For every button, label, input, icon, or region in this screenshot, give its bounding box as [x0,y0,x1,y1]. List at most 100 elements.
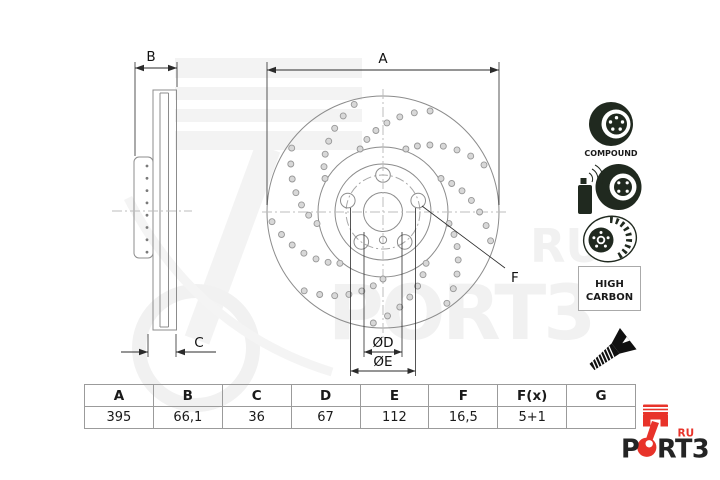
drilled-hole [384,312,391,320]
dimension-labels: A B C ØD ØE F [146,49,518,370]
drilled-hole [358,287,366,295]
dia-e-label: ØE [373,354,392,370]
hub-bolt-dot [145,226,149,229]
hub-bolt-dot [145,164,149,168]
drilled-hole [450,230,458,238]
drilled-hole [287,160,295,168]
drilled-hole [482,222,490,230]
dim-c-label: C [194,335,203,351]
drilled-hole [268,218,276,226]
drilled-hole [379,275,387,283]
value-fx: 5+1 [497,406,568,429]
spray-mist [588,164,604,185]
col-header-d: D [290,384,361,407]
drilled-hole [324,258,332,266]
bolt-hole [340,192,356,209]
drilled-hole [439,142,447,150]
spec-table-header-row: A B C D E F F(x) G [84,384,636,407]
watermark-swoosh [124,195,334,377]
drilled-hole [288,241,296,249]
drilled-hole [453,146,461,154]
col-header-b: B [152,384,223,407]
spray-can [578,185,592,214]
bolt-hole [410,192,427,209]
drilled-hole [278,231,285,238]
dim-f-label: F [511,270,519,286]
hub-bolt-dot [145,201,149,205]
col-header-g: G [566,384,636,407]
drilled-hole [410,109,418,117]
drilled-hole [331,292,339,300]
drilled-hole [320,163,328,171]
drilled-hole [369,282,377,290]
value-g [566,406,636,429]
vent-slots [609,216,633,260]
coating-spray-icon [578,164,642,214]
hub-bolt-dot [145,189,149,193]
drilled-hole [300,287,308,295]
high-carbon-badge: HIGH CARBON [578,266,641,311]
countersunk-screw-icon [589,328,637,372]
value-a: 395 [84,406,154,429]
drilled-hole [292,189,300,197]
drilled-hole [336,259,344,267]
drilled-hole [312,255,320,263]
drilled-hole [480,161,488,169]
value-c: 36 [221,406,292,429]
drilled-hole [356,145,364,153]
logo-ru: RU [678,428,695,440]
drilled-hole [476,208,484,216]
drilled-hole [396,113,404,121]
drilled-hole [298,201,305,209]
hub-bolt-dot [145,250,149,254]
drilled-hole [453,243,461,251]
drilled-hole [419,271,427,279]
watermark-brand-text: PORT3 [328,268,593,357]
drilled-hole [350,100,358,108]
dimensions-layer [121,62,506,376]
drilled-holes-pattern [268,100,495,327]
col-header-c: C [221,384,292,407]
hub-bolt-dot [145,238,149,242]
drilled-hole [443,299,451,307]
drilled-hole [369,319,377,327]
high-carbon-line2: CARBON [586,292,633,303]
section-hub-bolt-dots [145,164,149,254]
drilled-hole [321,150,329,158]
drilled-hole [339,112,347,120]
drilled-hole [300,249,308,257]
drilled-hole [321,175,329,182]
drilled-hole [454,256,462,264]
drilled-hole [288,144,296,152]
bolt-hole [353,234,370,250]
drilled-hole [413,142,421,150]
drilled-hole [363,135,371,143]
logo-crank-o [637,437,657,457]
disc-section-view [112,89,192,331]
value-b: 66,1 [152,406,223,429]
drilled-hole [331,124,339,132]
drilled-hole [288,175,296,183]
port3-logo: P RT3 RU [621,404,710,465]
logo-letter-p: P [621,435,640,465]
drilled-hole [396,303,404,311]
logo-letters-rt3: RT3 [657,435,709,465]
hub-bolt-dot [145,176,149,180]
drilled-hole [449,285,457,293]
logo-rod [645,421,659,443]
drilled-hole [383,119,391,127]
drilled-hole [305,211,313,219]
hub-bolt-dot [145,213,149,217]
dia-d-label: ØD [372,335,393,351]
dim-f-leader [421,205,506,269]
value-e: 112 [359,406,430,429]
drilled-hole [402,145,410,153]
high-carbon-line1: HIGH [595,279,624,290]
col-header-fx: F(x) [497,384,568,407]
drilled-hole [426,107,434,115]
drilled-hole [453,270,461,278]
drilled-hole [458,187,466,195]
logo-piston [643,404,668,415]
